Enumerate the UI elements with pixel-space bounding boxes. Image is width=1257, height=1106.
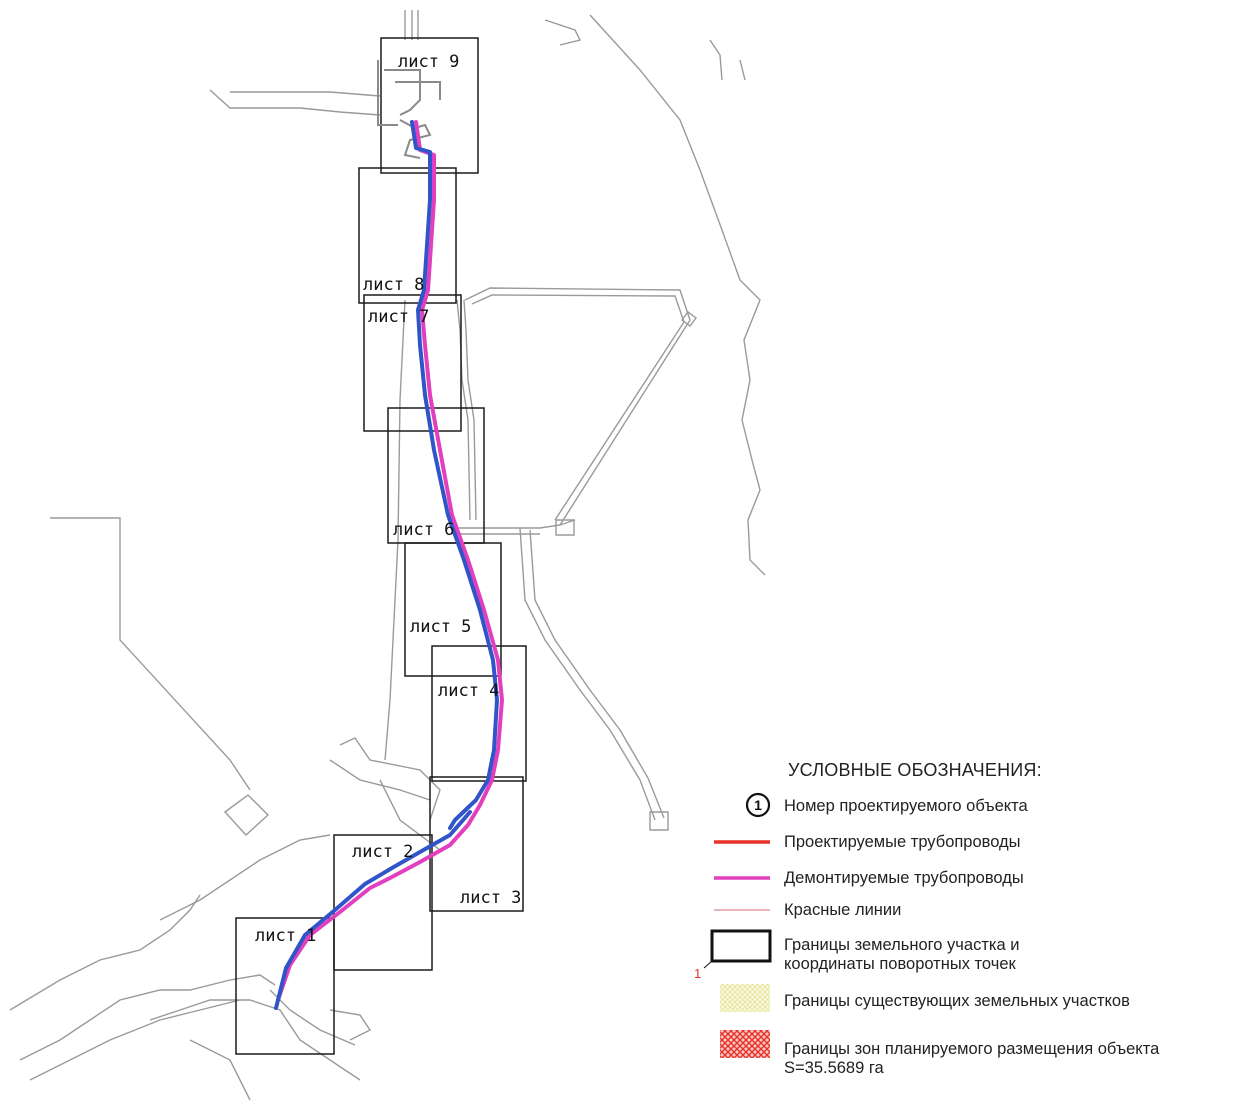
legend-row-red-lines: Красные линии bbox=[700, 896, 1250, 932]
sheet-label-4: лист 4 bbox=[438, 681, 499, 701]
sheet-label-7: лист 7 bbox=[368, 307, 429, 327]
number-circle-icon: 1 bbox=[745, 792, 771, 818]
legend-label-red-lines: Красные линии bbox=[784, 901, 902, 919]
legend-title: УСЛОВНЫЕ ОБОЗНАЧЕНИЯ: bbox=[788, 760, 1042, 780]
legend-row-projected-pipelines: Проектируемые трубопроводы bbox=[700, 828, 1250, 864]
station-cluster bbox=[377, 60, 441, 159]
sheet-label-9: лист 9 bbox=[398, 52, 459, 72]
sheet-label-3: лист 3 bbox=[460, 888, 521, 908]
pipeline-magenta bbox=[276, 120, 504, 1002]
legend-label-placement-zones: Границы зон планируемого размещения объе… bbox=[784, 1040, 1254, 1078]
red-crosshatch-icon bbox=[720, 1030, 770, 1058]
sheet-label-2: лист 2 bbox=[352, 842, 413, 862]
legend-row-object-number: 1 Номер проектируемого объекта bbox=[700, 790, 1250, 826]
base-map-lines bbox=[9, 10, 766, 1101]
legend-row-land-boundary: 1 Границы земельного участка и координат… bbox=[694, 928, 1250, 980]
svg-text:1: 1 bbox=[694, 966, 701, 980]
sheet-labels: лист 9 лист 8 лист 7 лист 6 лист 5 лист … bbox=[255, 52, 521, 946]
legend-label-projected-pipelines: Проектируемые трубопроводы bbox=[784, 833, 1021, 851]
legend-label-existing-plots: Границы существующих земельных участков bbox=[784, 992, 1130, 1010]
svg-text:1: 1 bbox=[754, 797, 762, 813]
legend-row-demolished-pipelines: Демонтируемые трубопроводы bbox=[700, 864, 1250, 900]
sheet-label-6: лист 6 bbox=[393, 520, 454, 540]
legend-row-placement-zones: Границы зон планируемого размещения объе… bbox=[700, 1028, 1250, 1084]
red-line-icon bbox=[714, 840, 770, 844]
thin-red-line-icon bbox=[714, 909, 770, 911]
legend: УСЛОВНЫЕ ОБОЗНАЧЕНИЯ: 1 Номер проектируе… bbox=[694, 760, 1250, 1100]
sheet-label-1: лист 1 bbox=[255, 926, 316, 946]
legend-row-existing-plots: Границы существующих земельных участков bbox=[700, 982, 1250, 1018]
legend-label-demolished-pipelines: Демонтируемые трубопроводы bbox=[784, 869, 1024, 887]
pipeline-blue bbox=[274, 120, 499, 1010]
legend-label-land-boundary: Границы земельного участка и координаты … bbox=[784, 936, 1020, 973]
land-boundary-icon: 1 bbox=[694, 929, 772, 980]
pipeline-routes bbox=[274, 120, 504, 1010]
sheet-frames bbox=[235, 37, 527, 1055]
magenta-line-icon bbox=[714, 876, 770, 880]
yellow-hatch-icon bbox=[720, 984, 770, 1012]
sheet-label-5: лист 5 bbox=[410, 617, 471, 637]
legend-label-placement-zones-area: S=35.5689 га bbox=[784, 1059, 884, 1077]
sheet-label-8: лист 8 bbox=[363, 275, 424, 295]
legend-label-object-number: Номер проектируемого объекта bbox=[784, 797, 1028, 815]
legend-label-placement-zones-line1: Границы зон планируемого размещения объе… bbox=[784, 1040, 1160, 1058]
